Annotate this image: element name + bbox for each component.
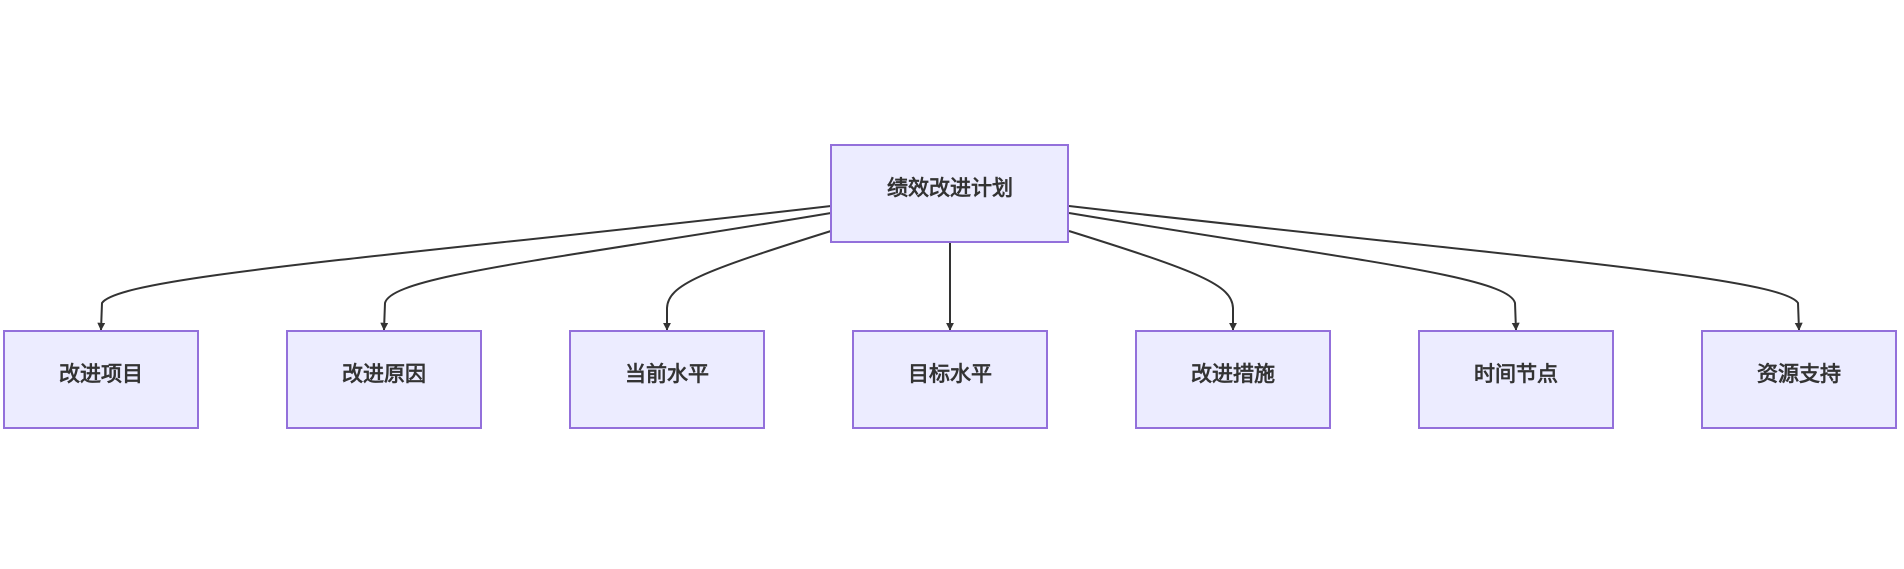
node-c5-label: 改进措施: [1191, 362, 1275, 386]
node-c7-box: [1701, 330, 1897, 429]
node-c2-box: [286, 330, 482, 429]
node-c4-box: [852, 330, 1048, 429]
node-c2: 改进原因: [286, 330, 482, 429]
node-c3-box: [569, 330, 765, 429]
node-c1-box: [3, 330, 199, 429]
node-c6: 时间节点: [1418, 330, 1614, 429]
edge-root-to-c5: [1068, 230, 1237, 331]
node-c7-label: 资源支持: [1757, 362, 1841, 386]
edge-root-to-c2: [380, 212, 832, 331]
node-c5: 改进措施: [1135, 330, 1331, 429]
edge-root-to-c7: [1068, 205, 1803, 331]
node-c3-label: 当前水平: [625, 362, 709, 386]
node-c6-label: 时间节点: [1474, 362, 1558, 386]
node-root: 绩效改进计划: [830, 144, 1069, 243]
edge-root-to-c3: [663, 230, 832, 331]
node-c4-label: 目标水平: [908, 362, 992, 386]
node-root-label: 绩效改进计划: [887, 176, 1013, 200]
node-c1-label: 改进项目: [59, 362, 143, 386]
node-c1: 改进项目: [3, 330, 199, 429]
node-c4: 目标水平: [852, 330, 1048, 429]
edge-root-to-c6: [1068, 212, 1520, 331]
node-c2-label: 改进原因: [342, 362, 426, 386]
edge-root-to-c1: [97, 205, 832, 331]
node-c7: 资源支持: [1701, 330, 1897, 429]
node-c6-box: [1418, 330, 1614, 429]
node-root-box: [830, 144, 1069, 243]
node-c3: 当前水平: [569, 330, 765, 429]
edges-group: [97, 205, 1803, 331]
node-c5-box: [1135, 330, 1331, 429]
